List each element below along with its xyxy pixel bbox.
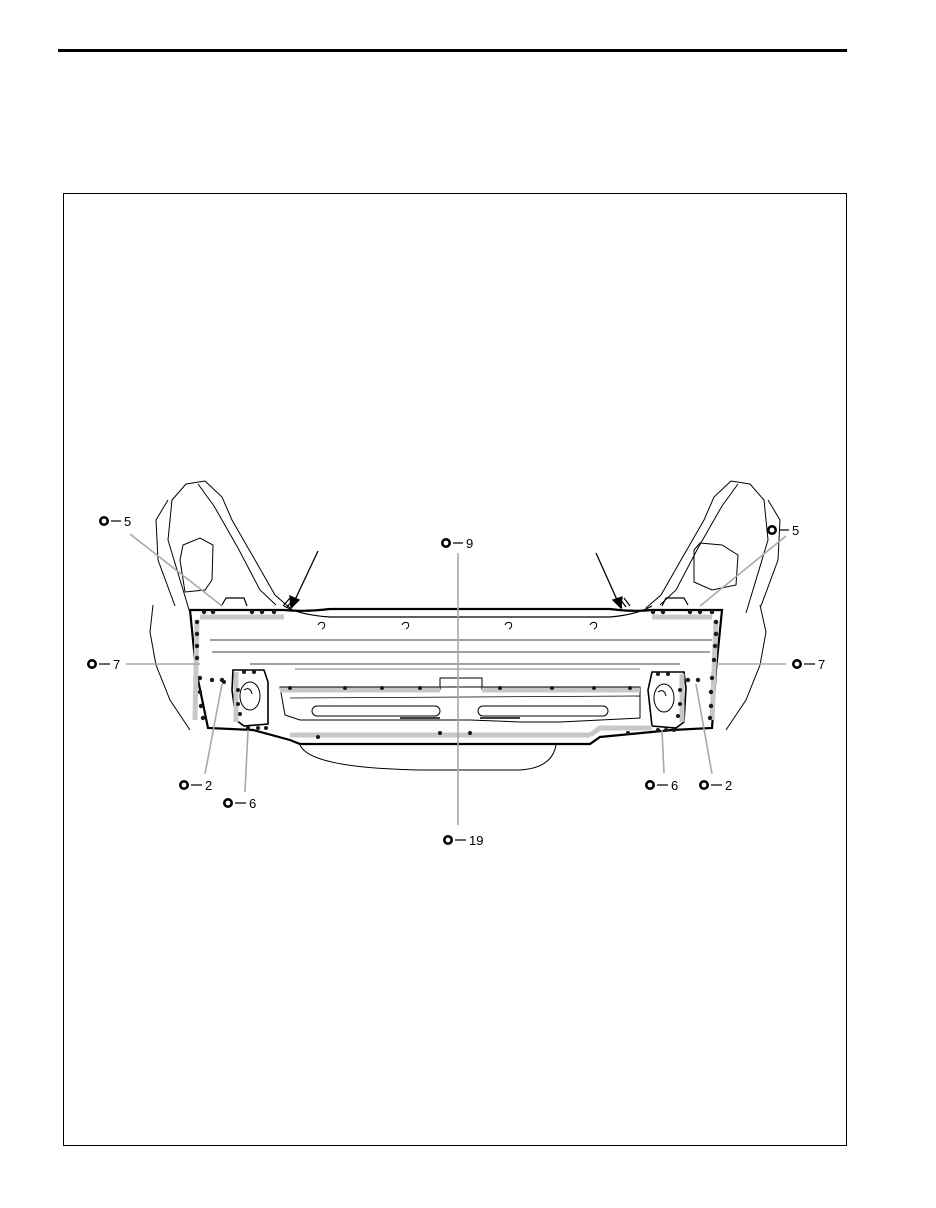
hatch-marks (282, 597, 631, 609)
back-panel (188, 597, 724, 746)
callout-right-7: 7 (792, 657, 825, 672)
svg-text:2: 2 (725, 778, 732, 793)
figure-frame (63, 193, 847, 1146)
callout-right-6: 6 (645, 778, 678, 793)
leader-lines (126, 533, 787, 825)
svg-text:7: 7 (113, 657, 120, 672)
spot-weld-icon (441, 538, 451, 548)
spot-weld-icon (792, 659, 802, 669)
callout-left-6: 6 (223, 796, 256, 811)
svg-text:6: 6 (671, 778, 678, 793)
callout-right-2: 2 (699, 778, 732, 793)
spot-weld-icon (443, 835, 453, 845)
spot-weld-icon (699, 780, 709, 790)
pointer-arrows (289, 550, 623, 610)
svg-text:2: 2 (205, 778, 212, 793)
spot-weld-icon (223, 798, 233, 808)
svg-text:5: 5 (124, 514, 131, 529)
svg-text:19: 19 (469, 833, 483, 848)
top-rule (58, 49, 847, 52)
callout-left-2: 2 (179, 778, 212, 793)
spot-weld-icon (99, 516, 109, 526)
svg-text:7: 7 (818, 657, 825, 672)
svg-text:6: 6 (249, 796, 256, 811)
weld-dots (194, 609, 719, 739)
callout-left-5: 5 (99, 514, 131, 529)
callout-center-19: 19 (443, 833, 483, 848)
weld-bands (192, 614, 719, 738)
spot-weld-icon (645, 780, 655, 790)
spot-weld-icon (767, 525, 777, 535)
spot-weld-icon (87, 659, 97, 669)
svg-text:9: 9 (466, 536, 473, 551)
spot-weld-icon (179, 780, 189, 790)
callout-right-5: 5 (767, 523, 799, 538)
body-outline (149, 480, 781, 771)
callout-center-9: 9 (441, 536, 473, 551)
callout-left-7: 7 (87, 657, 120, 672)
svg-text:5: 5 (792, 523, 799, 538)
